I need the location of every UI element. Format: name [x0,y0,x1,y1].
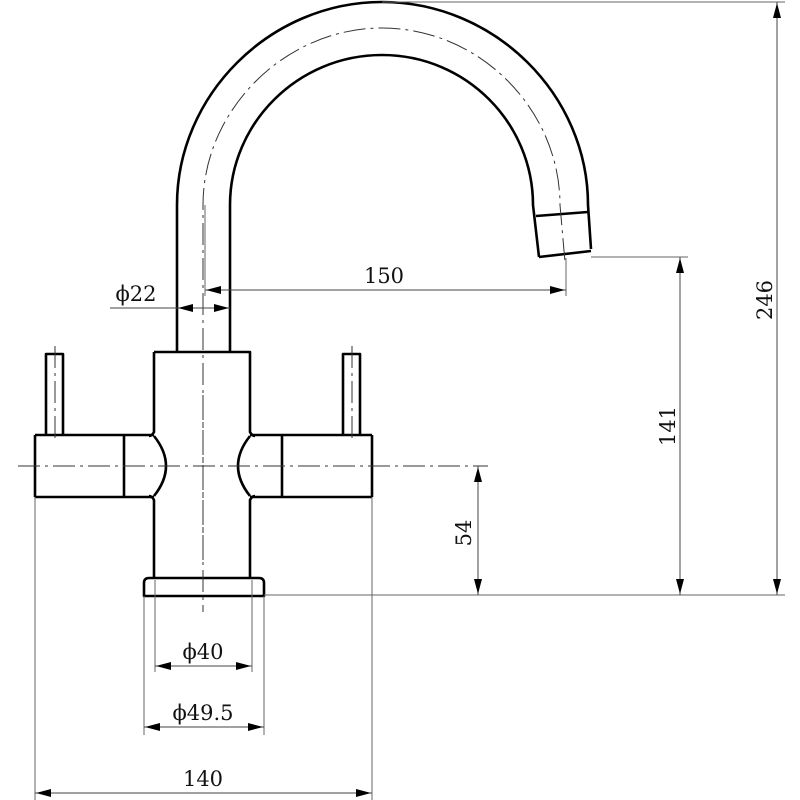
dimension-phi40-label: ϕ40 [182,640,223,664]
dimension-base-diameter: ϕ49.5 [144,701,264,731]
dimension-54-label: 54 [452,520,476,547]
extension-lines [34,1,785,800]
left-handle [33,346,168,499]
dimension-overall-width: 140 [35,767,372,797]
dimension-overall-height: 246 [753,2,781,595]
dimension-phi49-5-label: ϕ49.5 [172,701,233,725]
dimension-handle-height: 54 [452,466,482,595]
dimension-140-label: 140 [183,767,223,791]
dimension-141-label: 141 [656,406,680,446]
dimension-spout-reach: 150 [205,264,566,294]
dimension-phi22-label: ϕ22 [115,282,156,306]
dimension-spout-diameter: ϕ22 [110,282,230,312]
right-handle [236,346,374,499]
dimension-body-diameter: ϕ40 [155,640,252,670]
tap-body [142,350,266,598]
dimension-246-label: 246 [753,280,777,320]
dimension-150-label: 150 [364,264,404,288]
center-lines [18,395,488,612]
dimension-outlet-height: 141 [656,257,684,595]
